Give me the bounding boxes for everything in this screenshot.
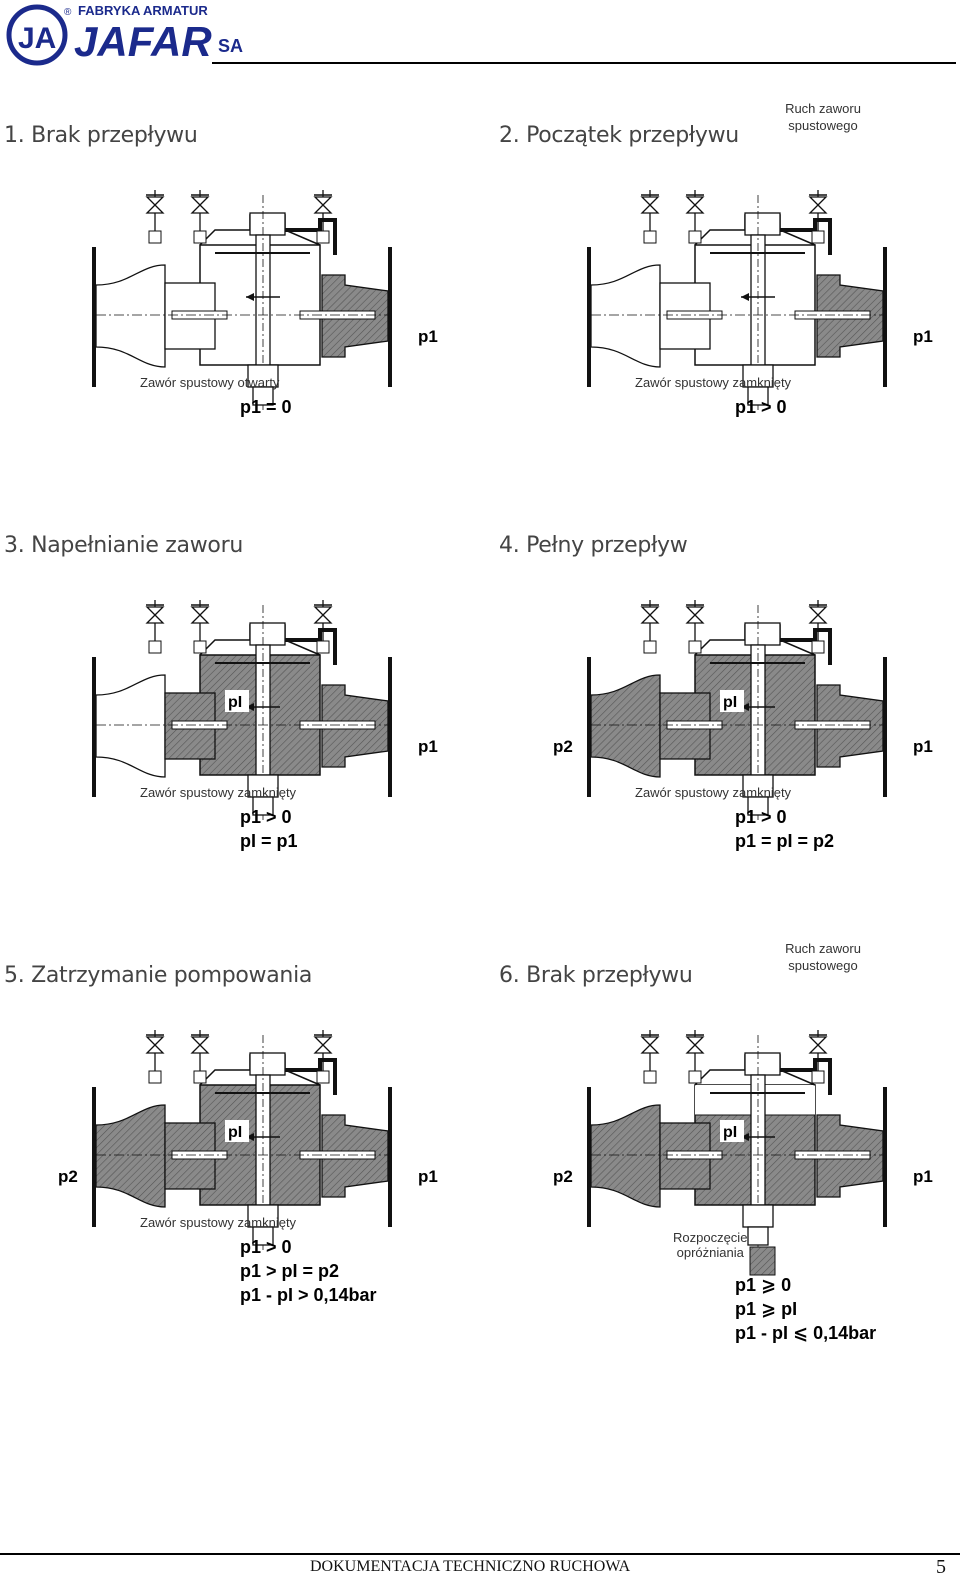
drain-valve-status: Zawór spustowy otwarty (140, 375, 280, 390)
drain-motion-label: Ruch zaworu spustowego (785, 101, 861, 133)
brand-suffix: SA (218, 36, 243, 56)
valve-inlet-body (95, 674, 166, 778)
formula-line: p1 = pI = p2 (735, 831, 835, 851)
valve-cross-section-diagram: p1 (92, 190, 438, 410)
step-panel: 5. Zatrzymanie pompowania p1 p2 pI Zawór spu… (0, 935, 470, 1315)
valve-cross-section-diagram: p1 p2 pI (553, 1030, 933, 1276)
brand-name: JAFAR (74, 18, 212, 65)
pressure-label-p2: p2 (58, 1167, 78, 1186)
brand-company-top: FABRYKA ARMATUR (78, 3, 208, 18)
page-number: 5 (936, 1556, 946, 1578)
drain-motion-label: Ruch zaworu spustowego (785, 941, 861, 973)
pressure-label-pI: pI (228, 1124, 242, 1141)
formula-line: p1 - pI > 0,14bar (240, 1285, 377, 1305)
formula-line: p1 ⩾ 0 (735, 1275, 792, 1295)
pressure-label-p1: p1 (418, 737, 438, 756)
drain-valve-status: Zawór spustowy zamknięty (635, 785, 792, 800)
step-panel: 6. Brak przepływu Ruch zaworu spustowego p… (495, 935, 960, 1343)
formula-line: p1 ⩾ pI (735, 1299, 798, 1319)
pressure-formulas: p1 > 0 (735, 395, 787, 419)
pressure-label-p1: p1 (913, 327, 933, 346)
pressure-label-pI: pI (228, 694, 242, 711)
step-title: 4. Pełny przepływ (499, 533, 688, 558)
valve-inlet-body (95, 264, 166, 368)
drain-valve-status: Zawór spustowy zamknięty (140, 1215, 297, 1230)
valve-inlet-body (590, 1104, 661, 1208)
step-title: 1. Brak przepływu (4, 123, 198, 148)
drain-valve-status: Zawór spustowy zamknięty (635, 375, 792, 390)
drain-valve-status: Zawór spustowy zamknięty (140, 785, 297, 800)
svg-text:JA: JA (18, 22, 56, 55)
step-title: 3. Napełnianie zaworu (4, 533, 243, 558)
pressure-label-pI: pI (723, 694, 737, 711)
formula-line: p1 > 0 (240, 807, 292, 827)
step-panel: 3. Napełnianie zaworu p1 pI Zawór spustowy … (0, 505, 470, 885)
formula-line: pI = p1 (240, 831, 298, 851)
valve-inlet-body (95, 1104, 166, 1208)
valve-cross-section-diagram: p1 (587, 190, 933, 410)
step-panel: 4. Pełny przepływ p1 p2 pI Zawór spustowy za… (495, 505, 960, 885)
pressure-label-p1: p1 (418, 1167, 438, 1186)
pressure-label-p1: p1 (913, 1167, 933, 1186)
valve-cross-section-diagram: p1 p2 pI (553, 600, 933, 820)
pressure-formulas: p1 ⩾ 0 p1 ⩾ pI p1 - pI ⩽ 0,14bar (735, 1273, 876, 1345)
valve-cross-section-diagram: p1 pI (92, 600, 438, 820)
formula-line: p1 > 0 (240, 1237, 292, 1257)
formula-line: p1 = 0 (240, 397, 292, 417)
valve-inlet-body (590, 674, 661, 778)
jafar-logo: JA ® FABRYKA ARMATUR JAFAR SA (6, 3, 243, 66)
pressure-label-p2: p2 (553, 737, 573, 756)
drain-valve-status: Rozpoczęcie opróżniania (673, 1230, 748, 1260)
step-title: 2. Początek przepływu (499, 123, 739, 148)
step-panel: 2. Początek przepływu Ruch zaworu spustow… (495, 95, 960, 475)
valve-inlet-body (590, 264, 661, 368)
step-title: 6. Brak przepływu (499, 963, 693, 988)
pressure-label-pI: pI (723, 1124, 737, 1141)
formula-line: p1 > 0 (735, 807, 787, 827)
pressure-formulas: p1 > 0 pI = p1 (240, 805, 298, 853)
formula-line: p1 - pI ⩽ 0,14bar (735, 1323, 877, 1343)
pressure-formulas: p1 > 0 p1 = pI = p2 (735, 805, 834, 853)
valve-cross-section-diagram: p1 p2 pI (58, 1030, 438, 1250)
formula-line: p1 > 0 (735, 397, 787, 417)
pressure-formulas: p1 > 0 p1 > pI = p2 p1 - pI > 0,14bar (240, 1235, 377, 1307)
formula-line: p1 > pI = p2 (240, 1261, 340, 1281)
pressure-label-p1: p1 (913, 737, 933, 756)
header-rule (212, 62, 956, 64)
page-header: JA ® FABRYKA ARMATUR JAFAR SA (0, 0, 960, 72)
step-title: 5. Zatrzymanie pompowania (4, 963, 313, 988)
brand-registered: ® (64, 7, 72, 18)
pressure-label-p1: p1 (418, 327, 438, 346)
pressure-formulas: p1 = 0 (240, 395, 292, 419)
pressure-label-p2: p2 (553, 1167, 573, 1186)
footer-rule (0, 1553, 960, 1555)
footer-title: DOKUMENTACJA TECHNICZNO RUCHOWA (310, 1558, 631, 1575)
